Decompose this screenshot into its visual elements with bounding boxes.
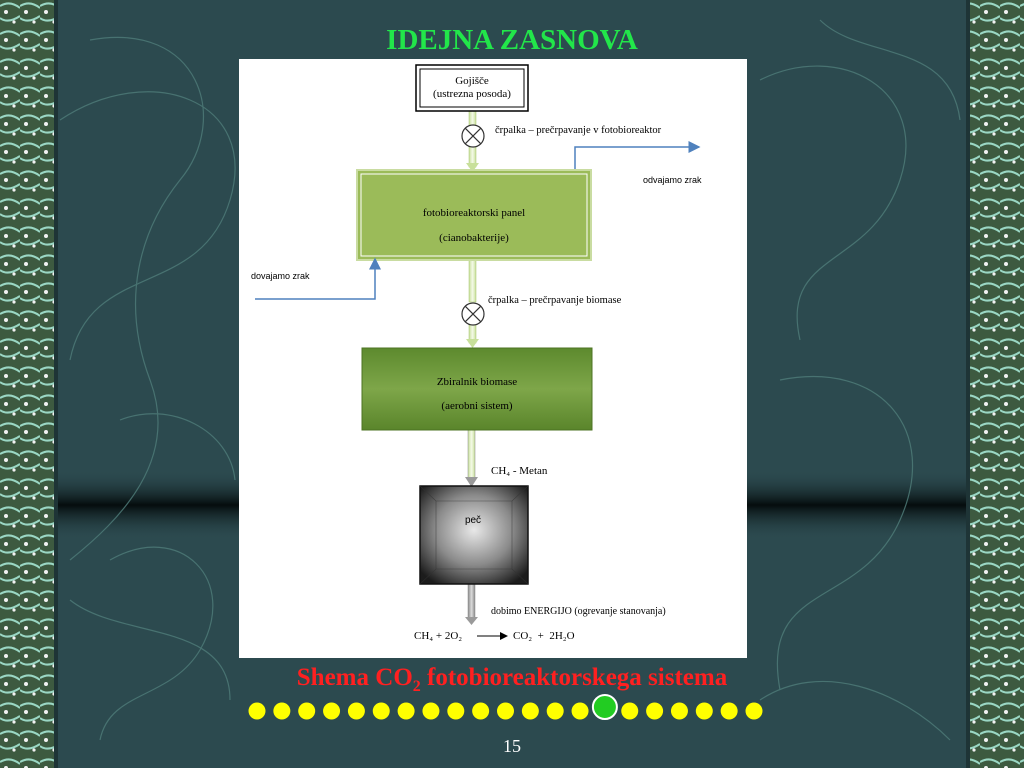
diagram-panel: Gojišče (ustrezna posoda) črpalka – preč… [239,59,747,658]
pump-1-icon [461,124,485,148]
furnace-label: peč [465,515,481,526]
collector-box-line2: (aerobni sistem) [441,400,513,412]
flow-diagram: Gojišče (ustrezna posoda) črpalka – preč… [251,64,702,642]
equation-right: CO₂ + 2H₂O [513,630,575,642]
photobioreactor-panel-box: fotobioreaktorski panel (cianobakterije) [356,169,592,261]
caption-prefix: Shema CO [296,664,413,691]
pump-1-label: črpalka – prečrpavanje v fotobioreaktor [495,125,662,136]
equation-left: CH₄ + 2O₂ [414,630,462,642]
pipe-pump-to-collector [466,322,479,348]
slide-title: IDEJNA ZASNOVA [386,24,638,56]
furnace-box: peč [419,485,529,585]
pipe-collector-to-furnace [465,429,478,487]
pipe-panel-to-pump [468,257,477,303]
source-box-line2: (ustrezna posoda) [433,88,511,100]
methane-label: CH₄ - Metan [491,465,548,477]
page-number: 15 [503,736,521,756]
air-out-line [574,141,701,171]
energy-label: dobimo ENERGIJO (ogrevanje stanovanja) [491,606,666,617]
slide-caption: Shema CO2 fotobioreaktorskega sistema [0,664,1024,696]
panel-box-line1: fotobioreaktorski panel [423,207,525,219]
air-in-label: dovajamo zrak [251,271,310,281]
pump-2-label: črpalka – prečrpavanje biomase [488,295,622,306]
caption-suffix: fotobioreaktorskega sistema [420,664,728,691]
air-in-line [255,257,381,300]
pipe-pump-to-panel [466,144,479,172]
source-box-line1: Gojišče [455,75,489,87]
collector-box-line1: Zbiralnik biomase [437,376,517,388]
pipe-furnace-output [465,583,478,625]
air-out-label: odvajamo zrak [643,175,702,185]
pump-2-icon [461,302,485,326]
source-box: Gojišče (ustrezna posoda) [415,64,529,112]
panel-box-line2: (cianobakterije) [439,232,509,244]
biomass-collector-box: Zbiralnik biomase (aerobni sistem) [361,347,593,431]
caption-subscript: 2 [412,678,421,695]
